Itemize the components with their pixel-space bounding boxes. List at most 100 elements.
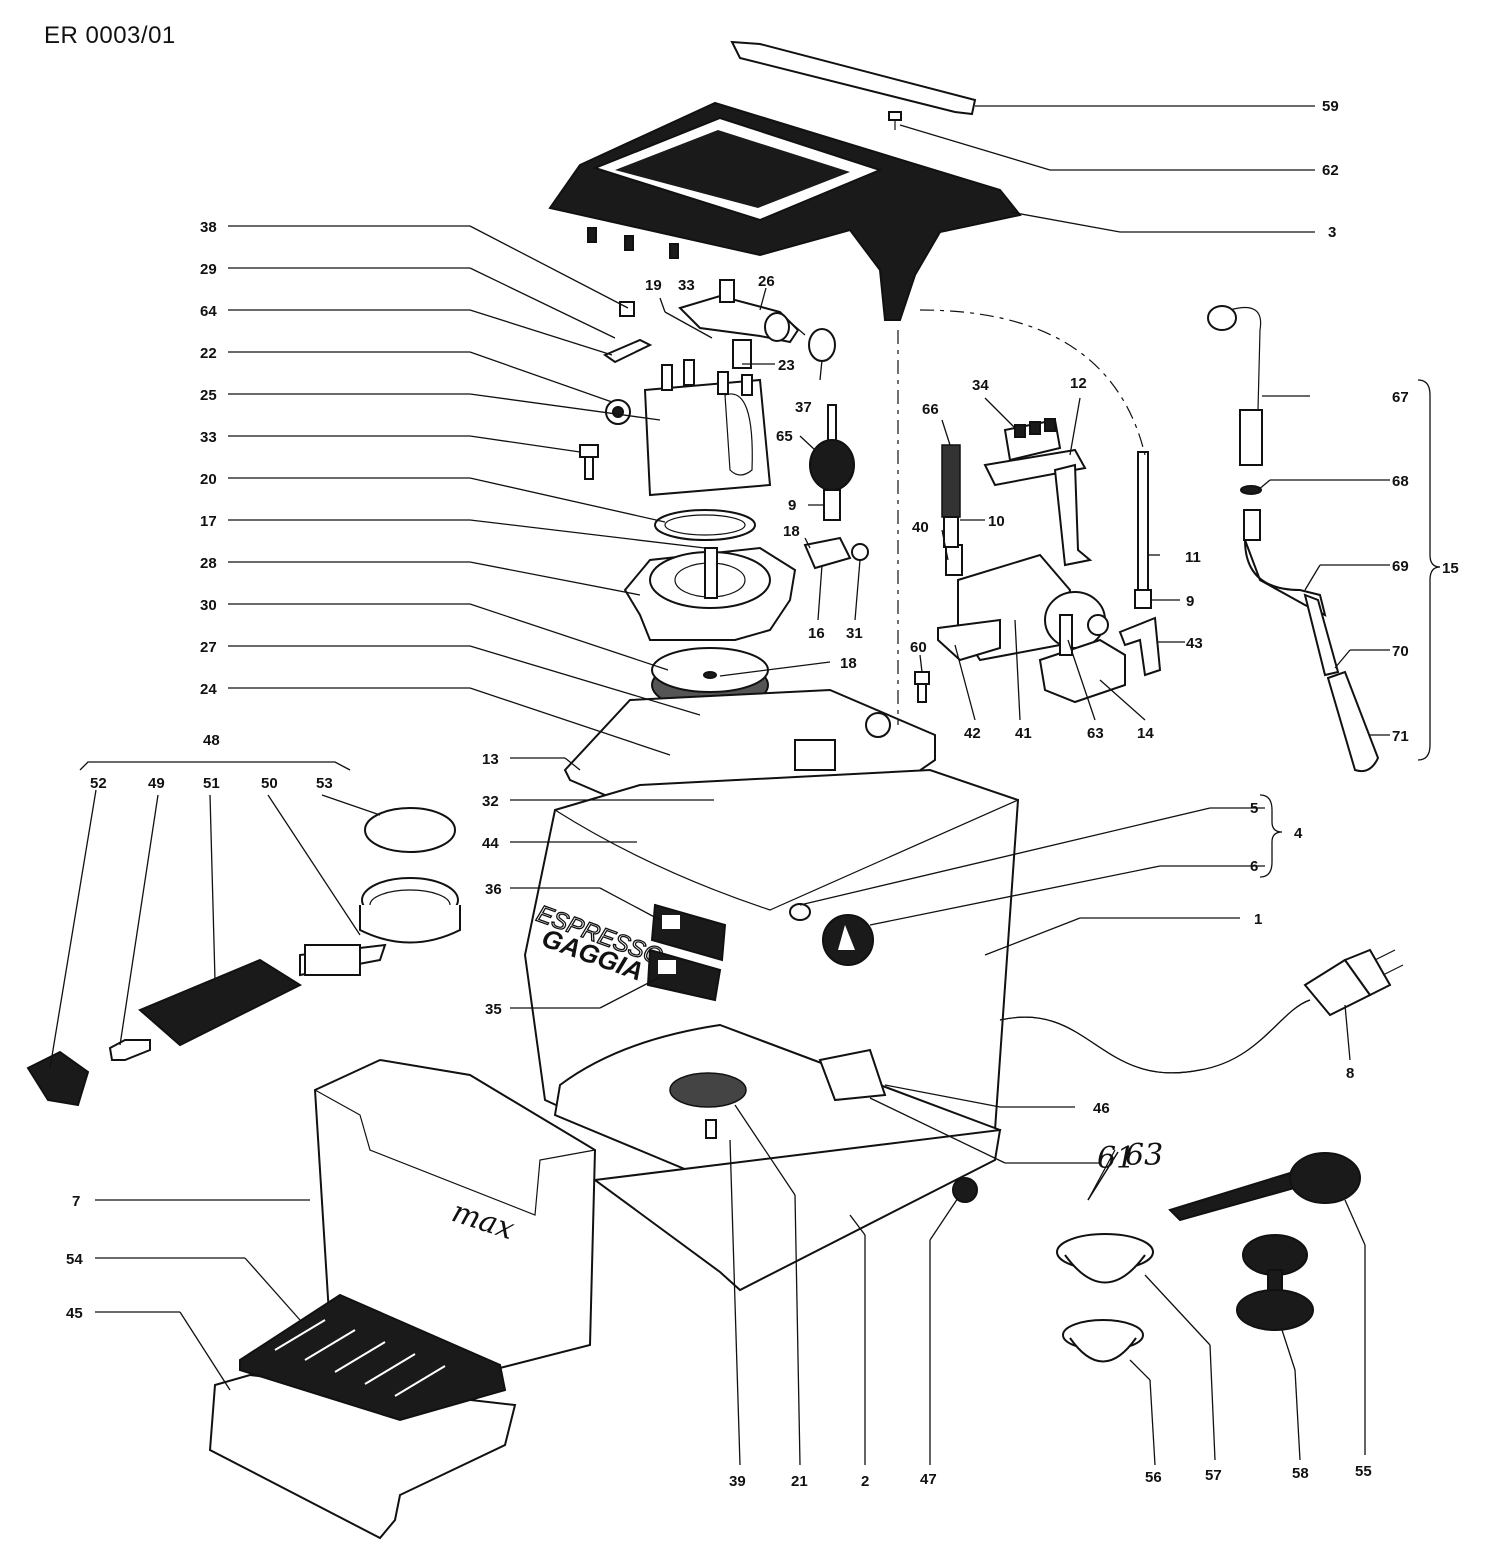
portafilter-50 [299, 877, 461, 977]
label-57: 57 [1205, 1467, 1222, 1484]
steam-wand-15 [1207, 305, 1380, 773]
label-43: 43 [1186, 635, 1203, 652]
label-12: 12 [1070, 375, 1087, 392]
label-19: 19 [645, 277, 662, 294]
label-24: 24 [200, 681, 217, 698]
label-55: 55 [1355, 1463, 1372, 1480]
leader-lines [49, 105, 1441, 1466]
label-15: 15 [1442, 560, 1459, 577]
pump-fitting-40 [945, 544, 963, 576]
label-38: 38 [200, 219, 217, 236]
drip-grid-21 [669, 1072, 747, 1108]
label-40: 40 [912, 519, 929, 536]
part-labels: 59 62 3 38 29 64 22 25 33 20 17 28 30 27… [66, 98, 1459, 1490]
tamper-58 [1236, 1234, 1314, 1331]
screw-49 [108, 1039, 151, 1061]
label-6: 6 [1250, 858, 1258, 875]
fitting-23 [732, 339, 752, 369]
power-cord-8 [999, 948, 1404, 1074]
top-handle [730, 40, 977, 116]
label-17: 17 [200, 513, 217, 530]
label-66: 66 [922, 401, 939, 418]
struck-number: 61 [1097, 1141, 1135, 1176]
label-34: 34 [972, 377, 989, 394]
handwritten-correction: 61 63 [1087, 1138, 1163, 1201]
label-48: 48 [203, 732, 220, 749]
label-4: 4 [1294, 825, 1303, 842]
label-59: 59 [1322, 98, 1339, 115]
label-35: 35 [485, 1001, 502, 1018]
steam-tube-11 [1134, 451, 1152, 609]
label-62: 62 [1322, 162, 1339, 179]
screw-62 [888, 111, 902, 130]
label-13: 13 [482, 751, 499, 768]
screw-33-boiler [579, 444, 599, 480]
label-14: 14 [1137, 725, 1154, 742]
screw-39 [705, 1119, 717, 1139]
foot-47 [952, 1177, 978, 1203]
screw-63-pump [1059, 614, 1073, 656]
tube-10 [943, 516, 959, 548]
label-67: 67 [1392, 389, 1409, 406]
gasket-20 [654, 509, 756, 541]
label-23: 23 [778, 357, 795, 374]
spring-filter-66 [941, 444, 961, 518]
filter-basket-57 [1056, 1233, 1154, 1284]
label-42: 42 [964, 725, 981, 742]
label-33a: 33 [200, 429, 217, 446]
document-code: ER 0003/01 [44, 22, 176, 49]
label-11: 11 [1185, 549, 1201, 566]
label-18a: 18 [783, 523, 800, 540]
drip-grill-54 [239, 1293, 507, 1422]
label-33b: 33 [678, 277, 695, 294]
label-71: 71 [1392, 728, 1409, 745]
switch-36 [650, 903, 727, 962]
label-21: 21 [791, 1473, 808, 1490]
scoop-55 [1168, 1152, 1361, 1222]
label-8: 8 [1346, 1065, 1354, 1082]
pump-foot-42 [937, 618, 1001, 662]
label-63: 63 [1087, 725, 1104, 742]
label-20: 20 [200, 471, 217, 488]
screw-60 [914, 671, 930, 703]
label-41: 41 [1015, 725, 1032, 742]
machine-body-1 [523, 768, 1020, 1192]
label-49: 49 [148, 775, 165, 792]
label-58: 58 [1292, 1465, 1309, 1482]
label-30: 30 [200, 597, 217, 614]
label-29: 29 [200, 261, 217, 278]
label-69: 69 [1392, 558, 1409, 575]
label-28: 28 [200, 555, 217, 572]
label-9a: 9 [788, 497, 796, 514]
label-36: 36 [485, 881, 502, 898]
label-46: 46 [1093, 1100, 1110, 1117]
thermal-fuse-29-64 [602, 301, 653, 364]
end-cap-52 [26, 1050, 90, 1107]
replacement-number: 63 [1125, 1138, 1163, 1173]
bracket-16-18 [803, 536, 869, 570]
label-3: 3 [1328, 224, 1336, 241]
label-2: 2 [861, 1473, 869, 1490]
label-9b: 9 [1186, 593, 1194, 610]
label-54: 54 [66, 1251, 83, 1268]
thermostat-22 [605, 399, 631, 425]
steam-valve-26 [678, 279, 800, 344]
filter-basket-56 [1062, 1319, 1144, 1363]
label-51: 51 [203, 775, 220, 792]
steam-tube-65 [809, 404, 855, 521]
pump-bracket-14 [1038, 638, 1126, 704]
label-45: 45 [66, 1305, 83, 1322]
label-52: 52 [90, 775, 107, 792]
label-70: 70 [1392, 643, 1409, 660]
label-31: 31 [846, 625, 863, 642]
switch-35 [646, 948, 722, 1002]
label-27: 27 [200, 639, 217, 656]
boiler-body-25 [643, 359, 772, 497]
label-60: 60 [910, 639, 927, 656]
handle-51 [138, 958, 303, 1047]
top-cover [548, 101, 1022, 321]
label-7: 7 [72, 1193, 80, 1210]
label-16: 16 [808, 625, 825, 642]
label-26: 26 [758, 273, 775, 290]
